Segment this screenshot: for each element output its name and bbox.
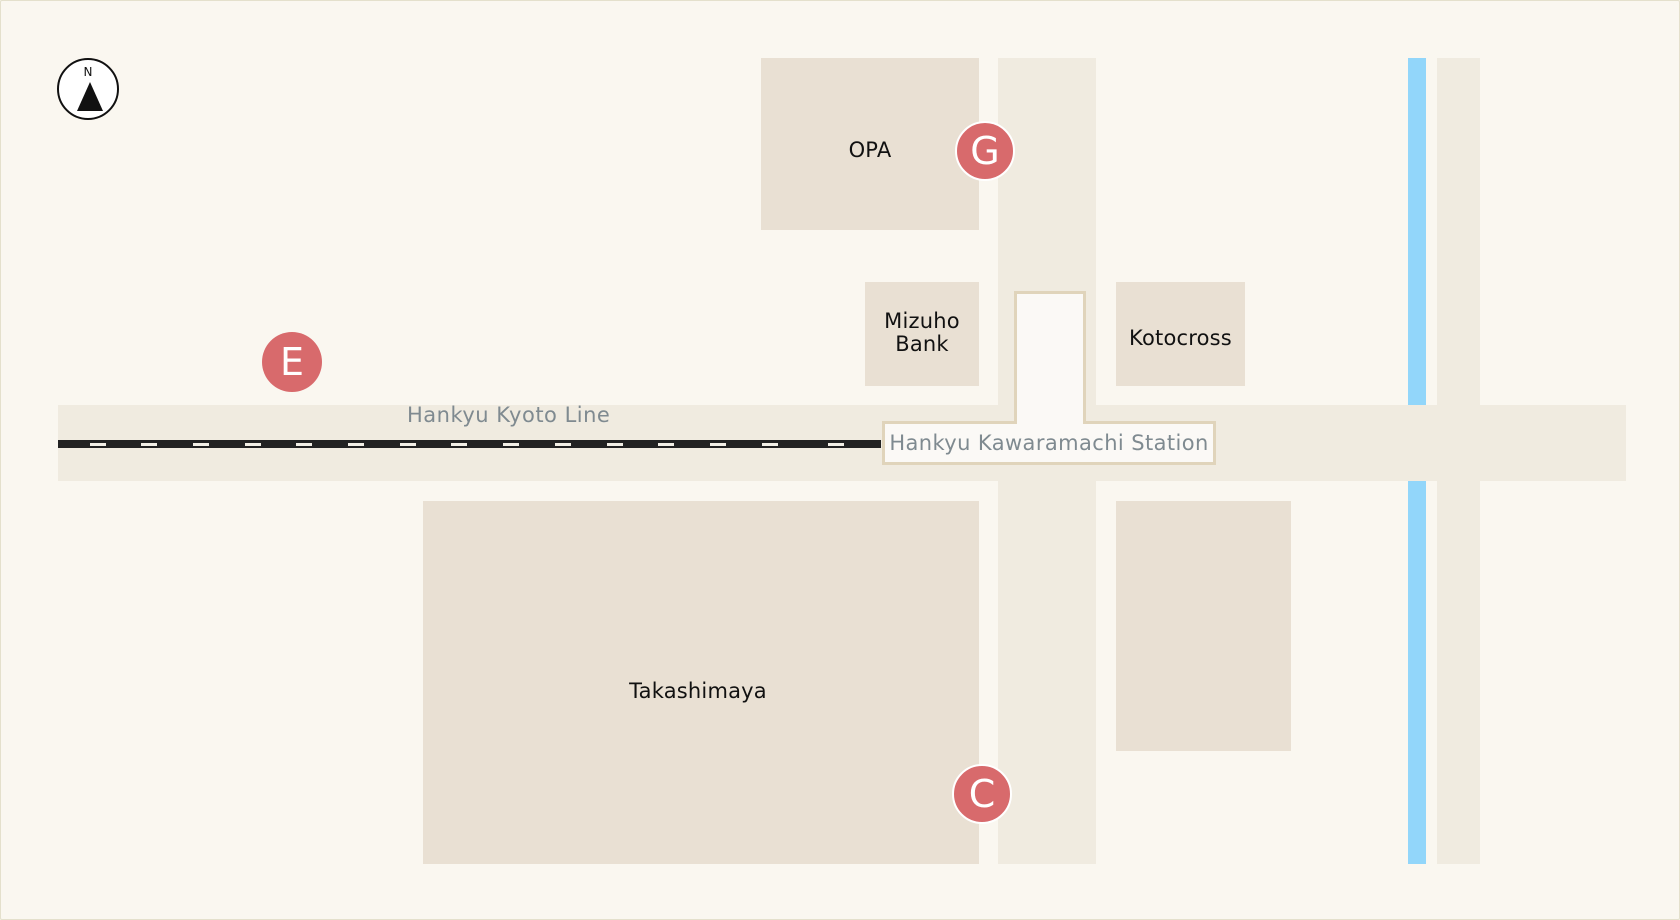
- takashimaya-building[interactable]: [423, 501, 979, 864]
- unlabeled-building: [1116, 501, 1291, 751]
- exit-marker-c[interactable]: C: [952, 764, 1012, 824]
- track-tie: [296, 442, 312, 446]
- river-south: [1408, 481, 1426, 864]
- north-compass-icon: N: [57, 58, 119, 120]
- station-label: Hankyu Kawaramachi Station: [889, 431, 1209, 455]
- track-tie: [193, 442, 209, 446]
- exit-marker-g[interactable]: G: [955, 121, 1015, 181]
- opa-label: OPA: [848, 138, 892, 162]
- track-tie: [451, 442, 467, 446]
- river-north: [1408, 58, 1426, 405]
- track-tie: [90, 442, 106, 446]
- north-arrow-icon: [77, 82, 103, 111]
- track-tie: [710, 442, 726, 446]
- opa-building[interactable]: [761, 58, 979, 230]
- rail-line-label: Hankyu Kyoto Line: [407, 403, 611, 427]
- track-tie: [555, 442, 571, 446]
- station-joint: [1017, 419, 1083, 425]
- track-tie: [607, 442, 623, 446]
- track-tie: [141, 442, 157, 446]
- track-tie: [348, 442, 364, 446]
- hankyu-kyoto-line-track: [58, 440, 881, 448]
- riverside-street: [1437, 58, 1480, 864]
- exit-marker-e[interactable]: E: [262, 332, 322, 392]
- mizuho-bank-building[interactable]: [865, 282, 979, 386]
- mizuho-bank-label: Mizuho Bank: [884, 309, 960, 356]
- track-tie: [658, 442, 674, 446]
- kotocross-label: Kotocross: [1129, 326, 1232, 350]
- track-tie: [503, 442, 519, 446]
- compass-north-letter: N: [83, 65, 93, 79]
- track-tie: [400, 442, 416, 446]
- takashimaya-label: Takashimaya: [629, 679, 767, 703]
- track-tie: [245, 442, 261, 446]
- track-tie: [828, 442, 844, 446]
- station-entrance-stem: [1014, 291, 1086, 425]
- track-tie: [762, 442, 778, 446]
- kotocross-building[interactable]: [1116, 282, 1245, 386]
